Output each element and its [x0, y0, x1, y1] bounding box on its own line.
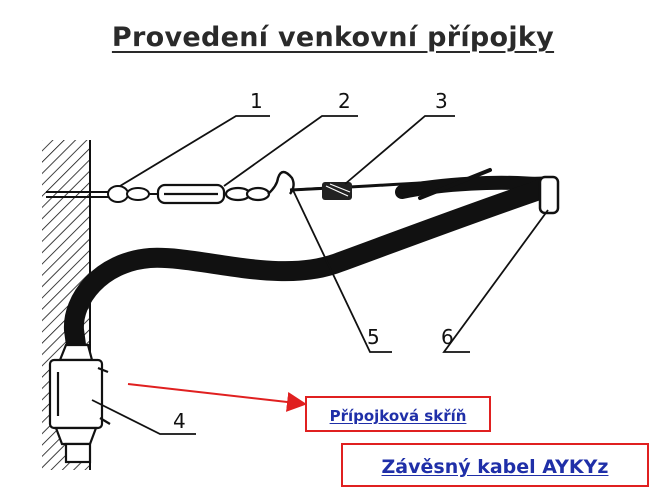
page-title: Provedení venkovní přípojky — [111, 22, 555, 53]
cable-end-cap — [538, 175, 560, 215]
connection-box — [48, 343, 111, 464]
cable-callout: Závěsný kabel AYKYz — [341, 443, 649, 487]
chain — [126, 187, 158, 201]
label-6: 6 — [441, 325, 454, 349]
label-4: 4 — [173, 409, 186, 433]
label-3: 3 — [435, 89, 448, 113]
wire-clamp — [322, 182, 352, 200]
leader-lines — [91, 115, 549, 435]
turnbuckle — [156, 183, 271, 205]
connection-box-callout: Přípojková skříň — [305, 396, 491, 432]
callout-arrow — [127, 383, 307, 412]
label-5: 5 — [367, 325, 380, 349]
label-2: 2 — [338, 89, 351, 113]
label-1: 1 — [250, 89, 263, 113]
suspended-cable — [63, 168, 555, 355]
